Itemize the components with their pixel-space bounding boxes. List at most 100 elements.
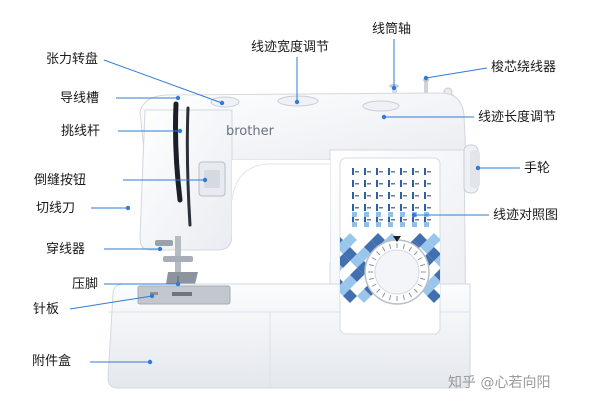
stitch-chart-mark: [403, 219, 407, 221]
label-threader: 穿线器: [46, 242, 86, 257]
leader-dot: [381, 114, 387, 120]
stitch-chart-mark: [355, 171, 359, 173]
stitch-chart-mark: [388, 180, 390, 187]
stitch-chart-mark: [391, 183, 395, 185]
tension-dial-knob: [210, 96, 240, 108]
leader-line: [69, 295, 153, 310]
stitch-chart-mark: [415, 207, 419, 209]
stitch-chart-mark: [352, 192, 354, 199]
brand-logo: brother: [226, 124, 275, 139]
stitch-chart-mark: [412, 192, 414, 199]
dial-tick: [368, 264, 374, 267]
leader-dot: [391, 85, 397, 91]
leader-dot: [125, 205, 131, 211]
stitch-chart-mark: [424, 180, 426, 187]
dial-tick: [376, 251, 381, 256]
stitch-chart-mark: [352, 204, 354, 211]
stitch-chart-mark: [364, 192, 366, 199]
dial-tick: [371, 257, 377, 261]
stitch-chart-mark: [388, 192, 390, 199]
stitch-chart-mark: [376, 216, 378, 223]
label-thread-cutter: 切线刀: [36, 201, 76, 216]
stitch-chart-mark: [400, 212, 405, 217]
leader-line: [103, 59, 223, 104]
stitch-chart-mark: [364, 180, 366, 187]
stitch-chart-mark: [376, 192, 378, 199]
stitch-chart-mark: [403, 195, 407, 197]
label-take-up-lever: 挑线杆: [61, 124, 101, 139]
stitch-chart-mark: [427, 207, 431, 209]
label-accessory-box: 附件盒: [32, 354, 72, 369]
stitch-chart-mark: [367, 195, 371, 197]
label-presser-foot: 压脚: [72, 277, 99, 292]
stitch-chart-mark: [412, 222, 417, 227]
stitch-chart-mark: [364, 222, 369, 227]
stitch-chart-mark: [367, 219, 371, 221]
stitch-chart-mark: [427, 195, 431, 197]
leader-dot: [475, 165, 481, 171]
pattern-diamond: [357, 289, 371, 303]
stitch-chart-mark: [364, 204, 366, 211]
needle-plate: [137, 285, 231, 305]
stitch-chart-mark: [379, 207, 383, 209]
stitch-chart-mark: [391, 219, 395, 221]
dial-tick: [402, 295, 405, 301]
stitch-chart-mark: [424, 204, 426, 211]
pattern-diamond: [427, 289, 440, 303]
dial-tick: [413, 251, 418, 256]
stitch-chart-mark: [400, 222, 405, 227]
leader-dot: [149, 293, 155, 299]
stitch-chart-mark: [364, 168, 366, 175]
label-reverse-button: 倒缝按钮: [34, 173, 87, 188]
stitch-chart-mark: [355, 195, 359, 197]
stitch-chart-mark: [391, 207, 395, 209]
stitch-chart-mark: [388, 216, 390, 223]
dial-tick: [389, 243, 392, 249]
stitch-chart-mark: [388, 204, 390, 211]
stitch-chart-mark: [355, 183, 359, 185]
stitch-chart-mark: [400, 204, 402, 211]
stitch-chart-mark: [352, 212, 357, 217]
stitch-chart-mark: [355, 219, 359, 221]
leader-dot: [177, 128, 183, 134]
stitch-chart-mark: [376, 222, 381, 227]
stitch-chart-mark: [412, 204, 414, 211]
dial-tick: [368, 277, 374, 280]
stitch-chart-mark: [376, 204, 378, 211]
stitch-chart-mark: [379, 171, 383, 173]
stitch-chart-mark: [352, 168, 354, 175]
leader-lines: [69, 39, 520, 365]
watermark: 知乎 @心若向阳: [448, 375, 551, 391]
stitch-chart-mark: [400, 216, 402, 223]
leader-dot: [411, 212, 417, 218]
stitch-chart-mark: [388, 212, 393, 217]
label-stitch-width: 线迹宽度调节: [251, 40, 330, 55]
leader-dot: [423, 75, 429, 81]
stitch-chart-mark: [367, 183, 371, 185]
stitch-chart-mark: [400, 192, 402, 199]
stitch-chart-mark: [376, 212, 381, 217]
pattern-diamond: [343, 289, 357, 303]
label-stitch-length: 线迹长度调节: [478, 110, 557, 125]
stitch-chart-mark: [388, 168, 390, 175]
stitch-chart-mark: [424, 222, 429, 227]
thread-guide-groove: [173, 101, 183, 203]
dial-tick: [408, 292, 412, 298]
leader-dot: [175, 95, 181, 101]
leader-line: [425, 67, 488, 79]
stitch-selector-dial: [364, 236, 430, 305]
stitch-chart-mark: [352, 180, 354, 187]
stitch-chart-mark: [379, 183, 383, 185]
stitch-chart-mark: [388, 222, 393, 227]
stitch-chart-mark: [415, 195, 419, 197]
dial-tick: [376, 288, 381, 293]
stitch-chart-mark: [427, 171, 431, 173]
stitch-chart-mark: [391, 171, 395, 173]
stitch-chart-mark: [379, 219, 383, 221]
dial-tick: [382, 246, 386, 252]
stitch-chart-mark: [376, 180, 378, 187]
stitch-chart-mark: [400, 168, 402, 175]
stitch-length-knob: [362, 100, 400, 112]
